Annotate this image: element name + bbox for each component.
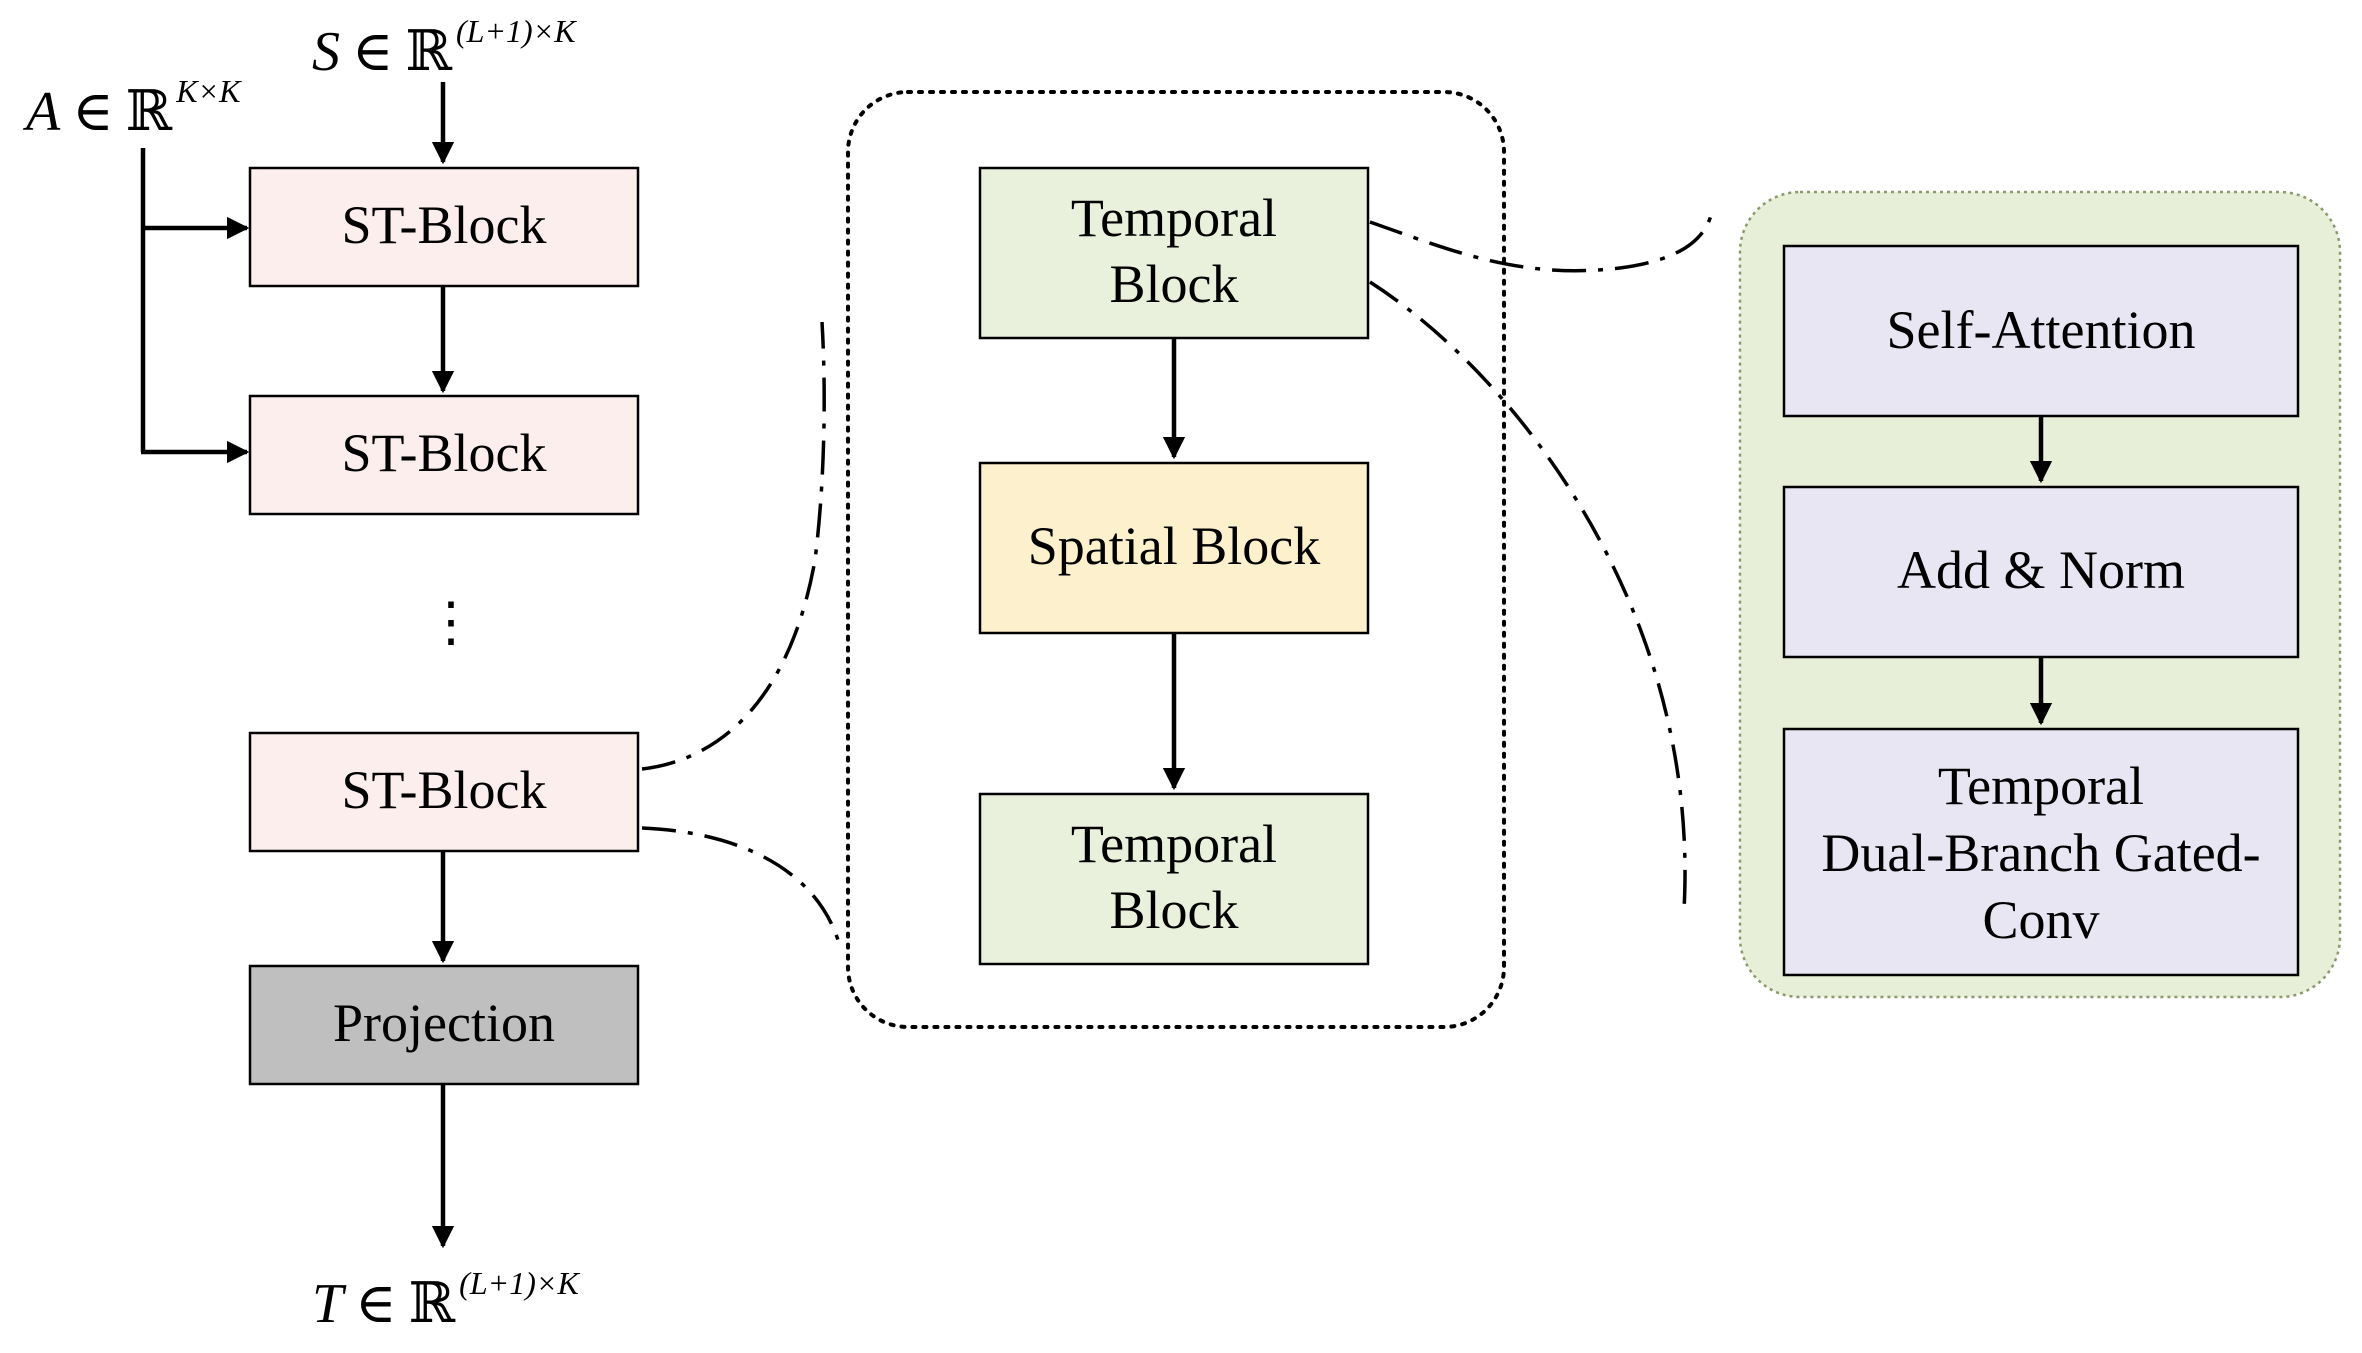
st-block-3-label: ST-Block [341,760,546,820]
zoom-connector-upper [641,321,826,771]
self-attention-label: Self-Attention [1887,300,2196,360]
st-block-detail-panel: Temporal Block Spatial Block Temporal Bl… [846,90,1506,1029]
temporal-block-top: Temporal Block [978,166,1370,340]
gated-conv-line2: Dual-Branch Gated- [1821,823,2260,883]
spatial-block: Spatial Block [978,461,1370,635]
signal-input-label: S ∈ ℝ (L+1)×K [312,13,577,83]
gated-conv-line3: Conv [1982,890,2099,950]
zoom-connector-temporal-lower [1369,280,1687,911]
st-block-2: ST-Block [248,394,640,516]
output-label: T ∈ ℝ (L+1)×K [312,1265,580,1335]
projection-block: Projection [248,964,640,1086]
gated-conv-block: Temporal Dual-Branch Gated- Conv [1782,727,2300,977]
zoom-connector-lower [641,826,840,941]
stack-ellipsis: ⋮ [424,592,478,652]
zoom-connector-temporal-upper [1369,211,1714,273]
temporal-block-bottom: Temporal Block [978,792,1370,966]
st-block-3: ST-Block [248,731,640,853]
temporal-block-top-line1: Temporal [1071,188,1277,248]
temporal-block-bottom-line1: Temporal [1071,814,1277,874]
add-norm-block: Add & Norm [1782,485,2300,659]
temporal-block-bottom-line2: Block [1110,880,1239,940]
gated-conv-line1: Temporal [1938,756,2144,816]
adjacency-input-label: A ∈ ℝ K×K [22,73,242,143]
spatial-block-label: Spatial Block [1028,516,1320,576]
temporal-detail-panel: Self-Attention Add & Norm Temporal Dual-… [1738,190,2342,999]
st-block-1-label: ST-Block [341,195,546,255]
add-norm-label: Add & Norm [1897,540,2185,600]
st-block-2-label: ST-Block [341,423,546,483]
st-block-1: ST-Block [248,166,640,288]
temporal-block-top-line2: Block [1110,254,1239,314]
projection-label: Projection [333,993,555,1053]
self-attention-block: Self-Attention [1782,244,2300,418]
